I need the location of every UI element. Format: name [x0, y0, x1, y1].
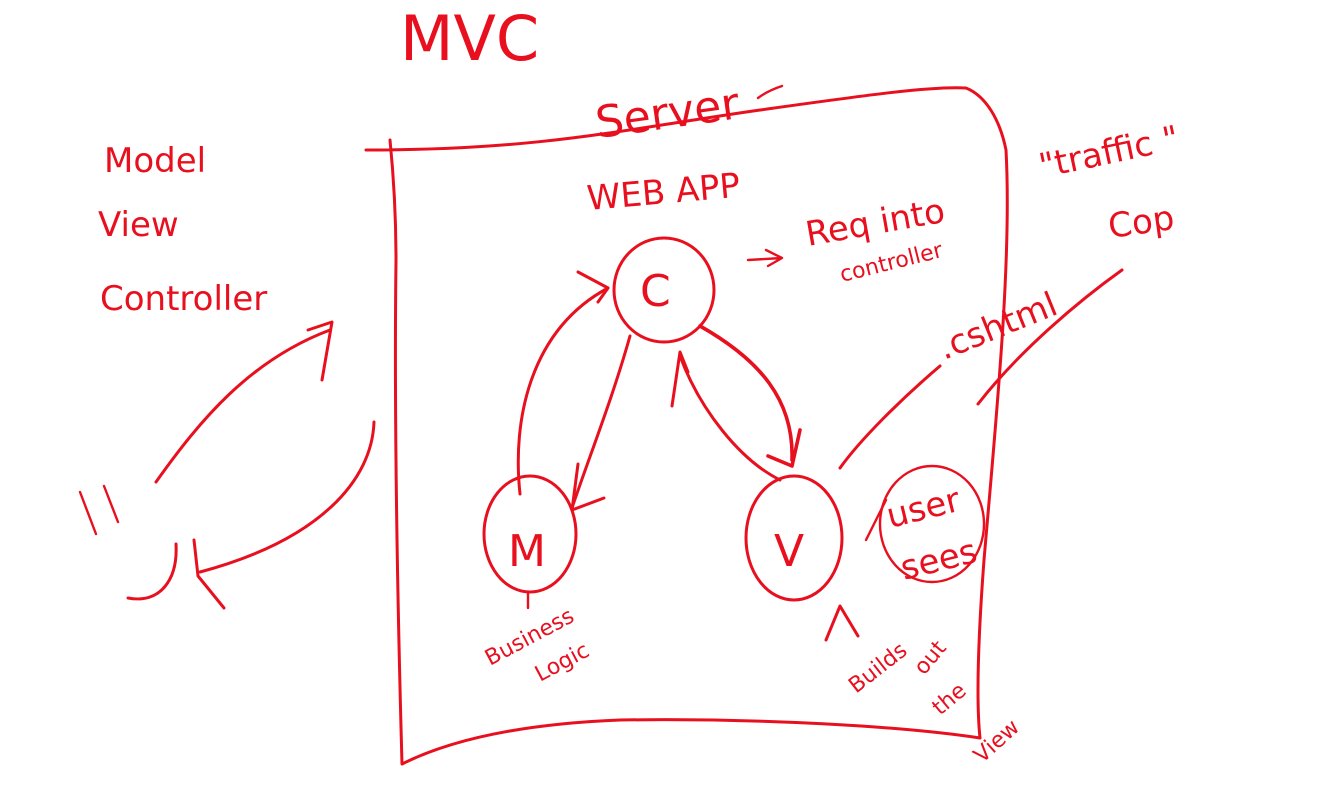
note-cshtml: .cshtml	[932, 285, 1063, 369]
note-builds: Builds	[844, 638, 912, 699]
note-out: out	[909, 636, 952, 680]
loop-arrow-down	[198, 420, 376, 574]
webapp-label: WEB APP	[585, 166, 741, 219]
loop-tick-1	[78, 490, 98, 536]
note-user: user	[883, 480, 965, 537]
note-cop: Cop	[1106, 198, 1177, 247]
definition-view: View	[98, 205, 179, 245]
note-traffic: "traffic "	[1036, 118, 1183, 187]
arrow-controller-to-view	[698, 324, 794, 462]
builds-caret	[824, 604, 860, 642]
title-mvc: MVC	[400, 2, 539, 75]
arrow-view-to-controller	[678, 354, 782, 482]
controller-note-arrow	[746, 248, 784, 268]
arrow-controller-to-view-head	[766, 428, 802, 468]
controller-circle	[612, 236, 716, 344]
definition-controller: Controller	[100, 279, 267, 319]
traffic-pointer-line	[976, 268, 1124, 406]
arrow-view-to-controller-head	[670, 350, 690, 408]
loop-arrow-down-head	[192, 538, 226, 610]
cshtml-pointer-line	[838, 364, 942, 470]
note-the: the	[928, 678, 972, 720]
arrow-model-to-controller	[516, 286, 610, 496]
server-label-flourish	[756, 84, 784, 100]
user-sees-connector	[864, 498, 888, 542]
view-circle	[744, 474, 844, 602]
loop-arrow-up	[154, 328, 332, 484]
model-circle	[482, 474, 578, 594]
arrow-controller-to-model	[570, 334, 632, 510]
arrow-controller-to-model-head	[570, 462, 606, 512]
controller-node-label: C	[640, 266, 671, 317]
loop-arrow-up-head	[306, 320, 334, 382]
loop-hook	[126, 542, 178, 601]
user-sees-circle	[878, 464, 986, 584]
server-box	[364, 86, 1009, 766]
view-node-label: V	[774, 526, 804, 577]
loop-tick-2	[102, 484, 120, 524]
server-label: Server	[592, 78, 743, 149]
note-sees: sees	[897, 531, 982, 589]
definition-model: Model	[104, 141, 206, 181]
arrow-model-to-controller-head	[576, 270, 610, 304]
model-node-label: M	[508, 526, 546, 577]
